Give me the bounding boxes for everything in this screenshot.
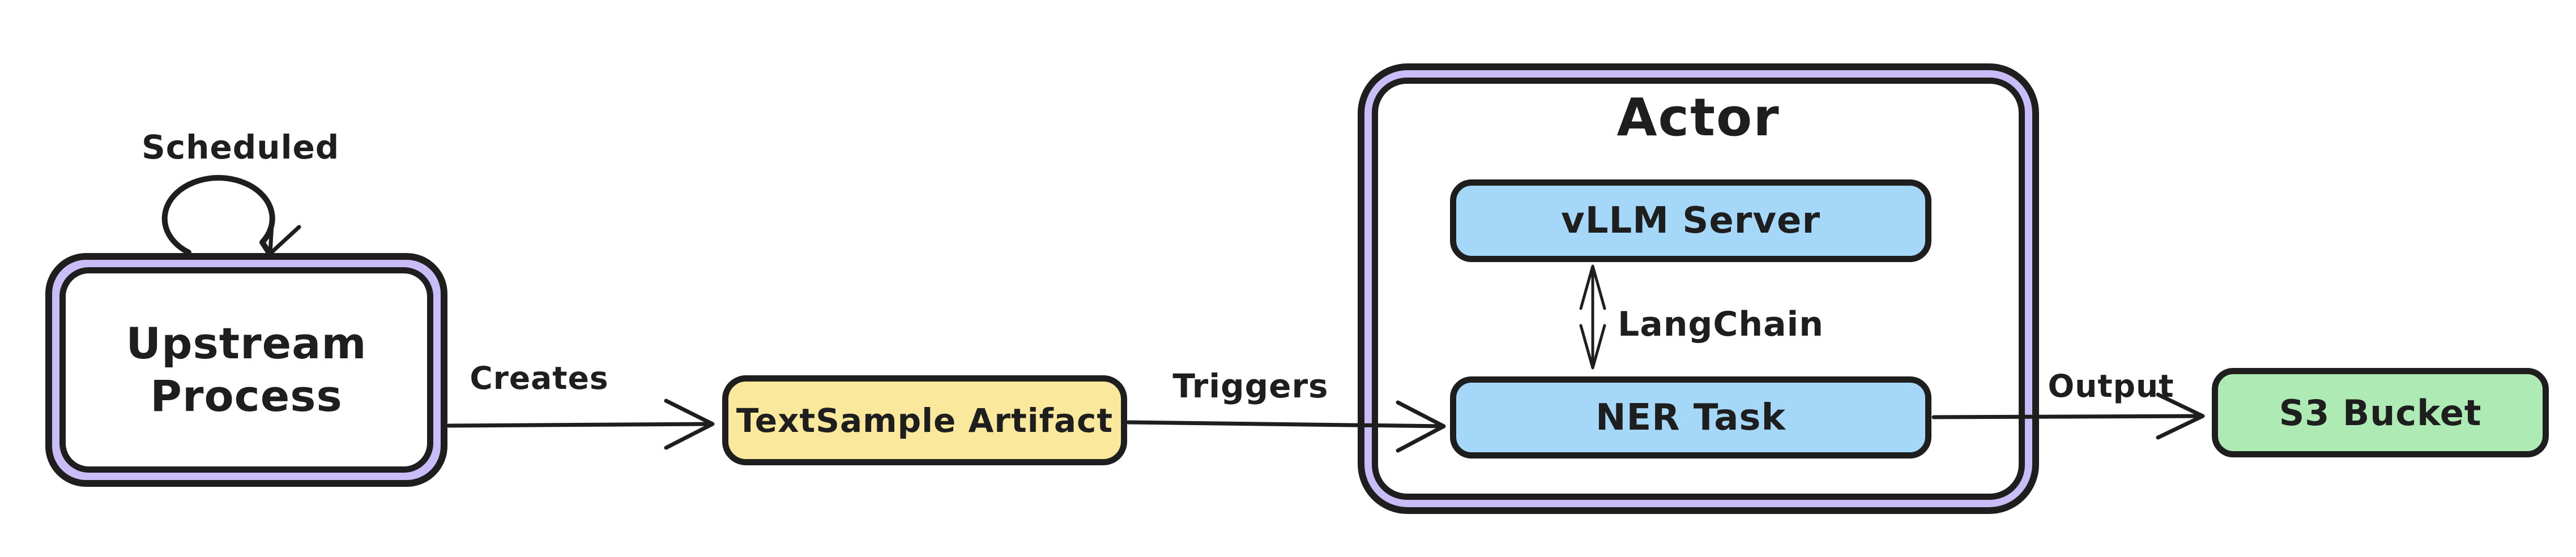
- upstream-process-node: Upstream Process: [45, 253, 447, 487]
- scheduled-loop-arrowhead: [268, 212, 301, 256]
- actor-title: Actor: [1617, 87, 1780, 148]
- scheduled-edge-label: Scheduled: [142, 128, 340, 166]
- scheduled-loop-arc: [161, 175, 275, 255]
- s3-bucket-label: S3 Bucket: [2279, 392, 2482, 434]
- s3-bucket-node: S3 Bucket: [2212, 368, 2549, 457]
- actor-container: Actor vLLM Server NER Task: [1358, 63, 2039, 514]
- textsample-artifact-node: TextSample Artifact: [722, 375, 1127, 465]
- triggers-edge-label: Triggers: [1172, 367, 1329, 405]
- actor-container-inner: Actor vLLM Server NER Task: [1372, 78, 2025, 500]
- upstream-process-label: Upstream Process: [126, 318, 367, 421]
- langchain-edge-label: LangChain: [1618, 305, 1824, 344]
- vllm-server-node: vLLM Server: [1450, 179, 1931, 262]
- ner-task-node: NER Task: [1450, 376, 1931, 459]
- output-edge-label: Output: [2048, 368, 2174, 404]
- upstream-process-node-inner: Upstream Process: [59, 267, 433, 473]
- vllm-server-label: vLLM Server: [1561, 200, 1820, 242]
- creates-arrow-line: [446, 422, 714, 428]
- creates-edge-label: Creates: [470, 360, 609, 396]
- ner-task-label: NER Task: [1595, 396, 1786, 439]
- creates-arrow-head: [664, 399, 715, 450]
- textsample-artifact-label: TextSample Artifact: [736, 401, 1114, 440]
